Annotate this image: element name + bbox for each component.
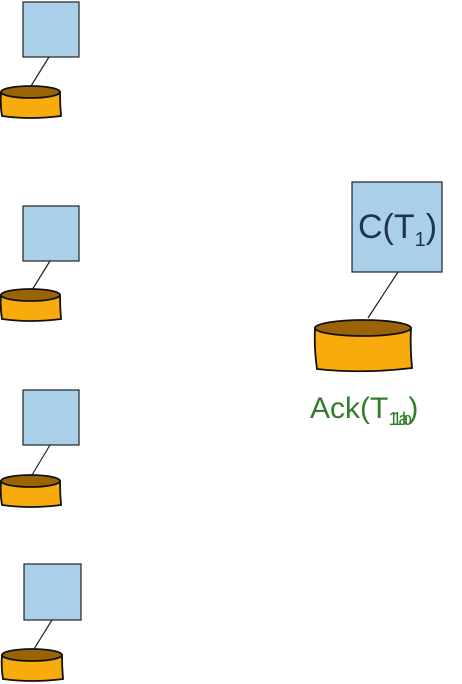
coordinator-node: C(T1) bbox=[313, 181, 443, 373]
ack-label-text: Ack(T1a) bbox=[310, 392, 418, 429]
coordinator-label-close: ) bbox=[426, 208, 437, 246]
participant-box-3 bbox=[22, 389, 80, 446]
database-drum-icon bbox=[313, 319, 413, 373]
participant-link-3 bbox=[31, 444, 51, 476]
database-drum-icon bbox=[0, 474, 62, 508]
participant-link-4 bbox=[33, 619, 53, 650]
participant-node-3 bbox=[0, 389, 80, 508]
participant-box-2 bbox=[22, 205, 80, 262]
ack-label-sub: 1a bbox=[388, 409, 409, 429]
participant-node-1 bbox=[0, 1, 80, 119]
participant-node-2 bbox=[0, 205, 80, 322]
participant-link-2 bbox=[31, 260, 51, 291]
coordinator-label-sub: 1 bbox=[415, 229, 426, 251]
coordinator-box bbox=[351, 181, 443, 273]
ack-label-main: Ack(T bbox=[310, 392, 388, 425]
ack-label-close: ) bbox=[408, 392, 418, 425]
coordinator-link bbox=[367, 271, 399, 319]
coordinator-label-main: C(T bbox=[358, 208, 415, 246]
database-drum-icon bbox=[0, 85, 62, 119]
participant-box-4 bbox=[23, 563, 82, 621]
database-drum-icon bbox=[0, 288, 62, 322]
coordinator-label: C(T1) bbox=[358, 208, 437, 251]
ack-label: Ack(T1a) 1b bbox=[310, 392, 418, 429]
participant-link-1 bbox=[30, 56, 50, 87]
ack-label-sub-overlap: 1b bbox=[392, 409, 412, 429]
participant-box-1 bbox=[22, 1, 80, 58]
database-drum-icon bbox=[0, 648, 64, 682]
participant-node-4 bbox=[0, 563, 82, 682]
